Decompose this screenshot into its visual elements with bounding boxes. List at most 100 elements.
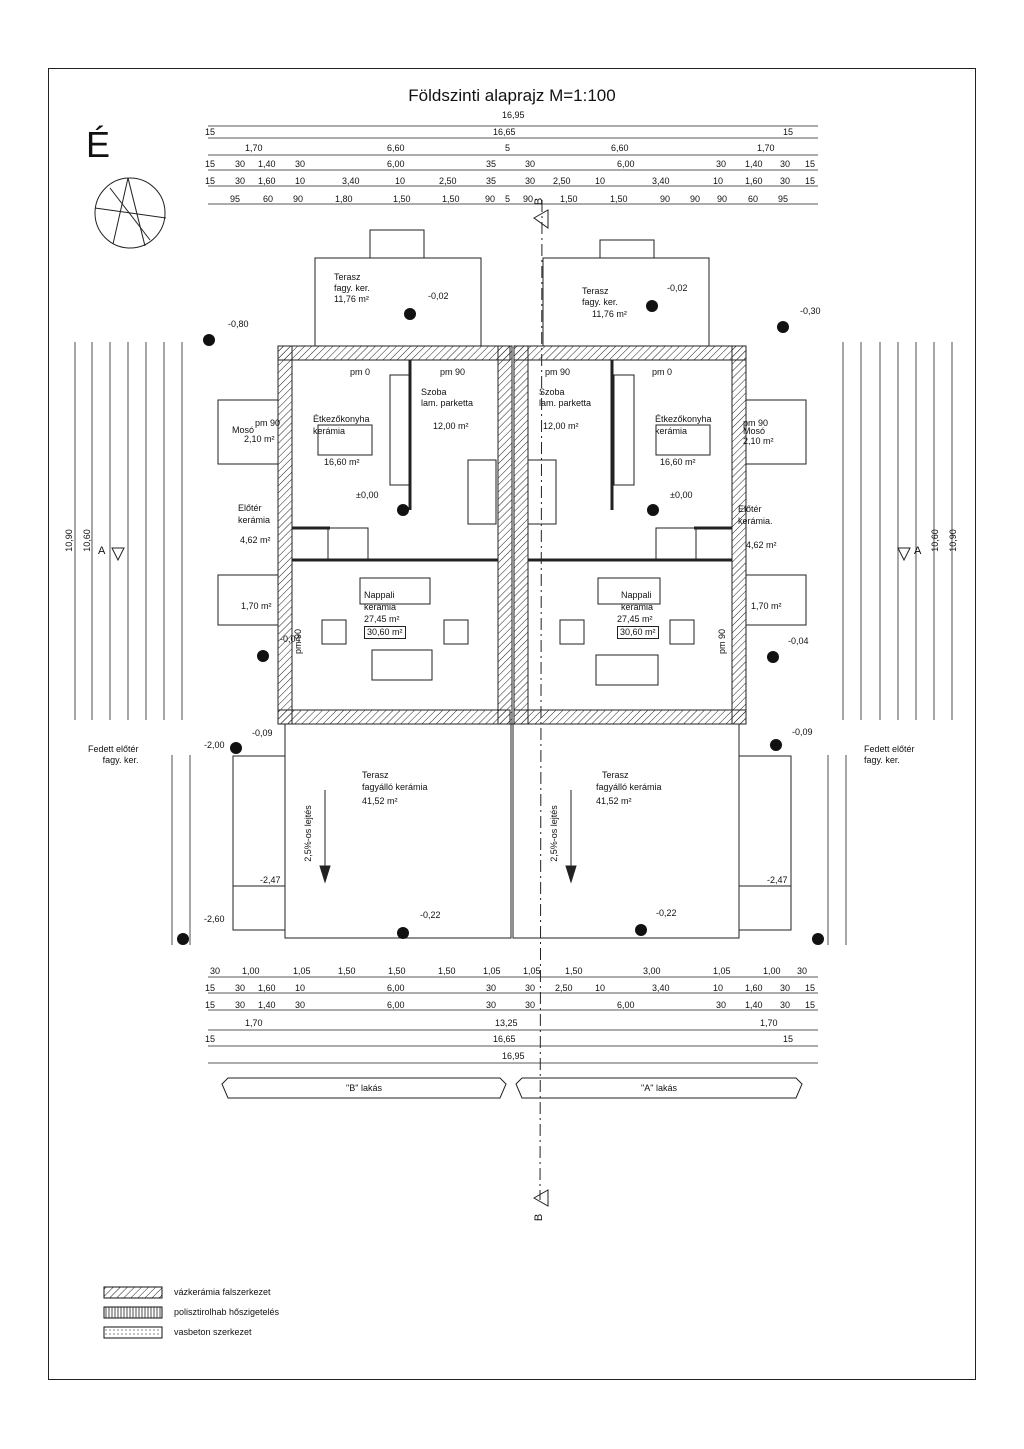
dim-value: 1,70 [245, 143, 263, 153]
dim-value: 1,50 [338, 966, 356, 976]
dim-top-row-2: 15 16,65 15 [205, 127, 820, 143]
dim-top-row-6: 95 60 90 1,80 1,50 1,50 90 5 90 1,50 1,5… [205, 194, 820, 210]
dim-value: 3,00 [643, 966, 661, 976]
kitchen-b-name: Étkezőkonyha [313, 414, 370, 424]
hall-b-area: 4,62 m² [240, 535, 271, 545]
dim-value: 3,40 [652, 176, 670, 186]
dim-value: 1,40 [258, 1000, 276, 1010]
dim-value: 15 [783, 127, 794, 137]
dim-value: 1,50 [565, 966, 583, 976]
legend-label: polisztirolhab hőszigetelés [174, 1307, 280, 1317]
dim-value: 1,50 [393, 194, 411, 204]
terrace-top-a-area: 11,76 m² [592, 309, 627, 319]
section-a-right: A [914, 545, 922, 557]
top-terraces [314, 229, 710, 347]
dim-top-row-4: 15 30 1,40 30 6,00 35 30 6,00 30 1,40 30… [205, 159, 820, 175]
section-b-top: B [533, 197, 546, 206]
terrace-top-a-name: Terasz [582, 286, 609, 296]
dim-value: 1,00 [763, 966, 781, 976]
dim-value: 16,95 [502, 1051, 525, 1061]
drawing-sheet [48, 68, 976, 1380]
hall-a-material: kerámia. [738, 516, 773, 526]
level-wc-b: -0,04 [280, 634, 301, 644]
walls-b-unit [217, 345, 513, 725]
dim-value: 15 [205, 127, 216, 137]
dim-value: 90 [523, 194, 534, 204]
dim-value: 1,05 [483, 966, 501, 976]
level-markers [177, 300, 824, 945]
dim-value: 5 [505, 194, 511, 204]
dim-top-row-3: 1,70 6,60 5 6,60 1,70 [205, 143, 820, 159]
dim-value: 10 [295, 176, 306, 186]
dim-value: 1,50 [442, 194, 460, 204]
dim-value: 30 [235, 983, 246, 993]
dim-value: 6,00 [617, 1000, 635, 1010]
dim-value: 30 [780, 176, 791, 186]
room-wardrobes [467, 459, 557, 525]
dim-value: 1,50 [560, 194, 578, 204]
dim-value: 15 [205, 983, 216, 993]
level-nw: -0,80 [228, 319, 249, 329]
dim-value: 10 [395, 176, 406, 186]
dim-value: 3,40 [342, 176, 360, 186]
dim-value: 1,50 [610, 194, 628, 204]
living-a-area2: 30,60 m² [617, 626, 659, 639]
dim-value: 35 [486, 176, 497, 186]
terrace-top-a-level: -0,02 [667, 283, 688, 293]
laundry-a-name: Mosó [743, 426, 766, 436]
compass-icon [94, 177, 167, 249]
dim-value: 1,60 [258, 983, 276, 993]
dim-value: 2,50 [555, 983, 573, 993]
pm-label: pm 90 [717, 628, 728, 655]
level-ground-a: ±0,00 [670, 490, 693, 500]
dim-value: 15 [205, 1000, 216, 1010]
top-dimension-lines [208, 125, 818, 205]
laundry-b-name: Mosó [232, 425, 255, 435]
dim-value: 2,50 [439, 176, 457, 186]
dim-value: 30 [716, 1000, 727, 1010]
living-a-material: kerámia [621, 602, 654, 612]
left-total-dim: 10,90 [63, 529, 74, 552]
dim-value: 15 [805, 1000, 816, 1010]
living-b-material: kerámia [364, 602, 397, 612]
dim-value: 30 [486, 1000, 497, 1010]
dim-value: 5 [505, 143, 511, 153]
terrace-b-level: -0,22 [420, 910, 441, 920]
room-b-name: Szoba [421, 387, 447, 397]
dim-value: 1,60 [745, 983, 763, 993]
bottom-dimension-lines [208, 976, 818, 1064]
dim-value: 30 [716, 159, 727, 169]
left-inner-dim: 10,60 [81, 529, 92, 552]
laundry-b-area: 2,10 m² [244, 434, 275, 444]
dim-value: 30 [235, 176, 246, 186]
level-stair-b-low: -2,00 [204, 740, 225, 750]
dim-value: 1,70 [245, 1018, 263, 1028]
level-stair-b-mid: -2,47 [260, 875, 281, 885]
kitchen-a-area: 16,60 m² [660, 457, 696, 467]
dim-value: 15 [805, 983, 816, 993]
dim-value: 15 [805, 159, 816, 169]
dim-value: 1,70 [760, 1018, 778, 1028]
lower-terrace [232, 723, 792, 939]
terrace-top-b-area: 11,76 m² [334, 294, 369, 304]
living-a-area: 27,45 m² [617, 614, 653, 624]
north-label: É [86, 124, 111, 165]
dim-bottom-row-1: 30 1,00 1,05 1,50 1,50 1,50 1,05 1,05 1,… [205, 966, 820, 982]
room-a-name: Szoba [539, 387, 565, 397]
dim-value: 30 [780, 1000, 791, 1010]
dim-value: 6,00 [617, 159, 635, 169]
wc-b-area: 1,70 m² [241, 601, 272, 611]
side-dimension-lines [74, 342, 953, 945]
dim-value: 10 [595, 983, 606, 993]
dim-bottom-row-2: 15 30 1,60 10 6,00 30 30 2,50 10 3,40 10… [205, 983, 820, 999]
dim-value: 30 [525, 159, 536, 169]
dim-value: 6,60 [611, 143, 629, 153]
dim-value: 1,05 [293, 966, 311, 976]
legend-label: vázkerámia falszerkezet [174, 1287, 271, 1297]
kitchen-a-name: Étkezőkonyha [655, 414, 712, 424]
level-stair-a-top: -0,09 [792, 727, 813, 737]
dim-value: 1,00 [242, 966, 260, 976]
terrace-b-slope: 2,5%-os lejtés [302, 805, 313, 862]
living-a-name: Nappali [621, 590, 652, 600]
dim-value: 15 [783, 1034, 794, 1044]
